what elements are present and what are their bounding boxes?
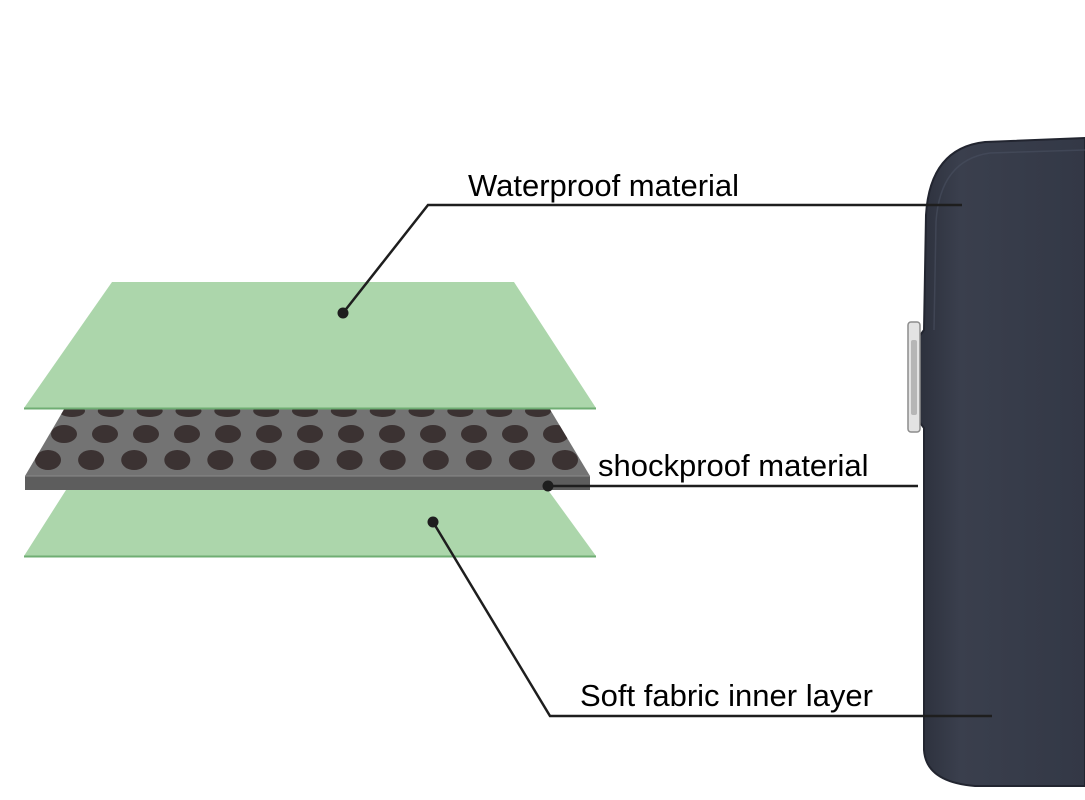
shock-hole xyxy=(379,450,406,470)
shock-hole xyxy=(461,425,487,443)
shock-hole xyxy=(164,450,191,470)
shock-hole xyxy=(215,425,241,443)
pointer-dot-top xyxy=(337,307,349,319)
shock-hole xyxy=(174,425,200,443)
shock-hole xyxy=(508,450,535,470)
shock-hole xyxy=(379,425,405,443)
shock-hole xyxy=(51,425,77,443)
shock-hole xyxy=(502,425,528,443)
shock-hole xyxy=(293,450,320,470)
label-shockproof: shockproof material xyxy=(598,448,869,483)
shock-hole xyxy=(422,450,449,470)
shock-hole xyxy=(133,425,159,443)
label-waterproof: Waterproof material xyxy=(468,168,740,203)
shock-hole xyxy=(543,425,569,443)
shock-hole xyxy=(78,450,105,470)
shock-hole xyxy=(250,450,277,470)
label-soft-fabric: Soft fabric inner layer xyxy=(580,678,873,713)
pointer-dot-middle xyxy=(542,480,554,492)
bottom-fabric-layer xyxy=(24,490,596,558)
shock-hole xyxy=(552,450,578,470)
leader-line-bottom xyxy=(431,521,992,718)
shock-hole xyxy=(338,425,364,443)
shock-hole xyxy=(297,425,323,443)
shock-hole xyxy=(420,425,446,443)
shock-hole xyxy=(35,450,61,470)
shock-hole xyxy=(121,450,148,470)
leader-lines xyxy=(342,203,992,718)
leader-line-top xyxy=(342,203,962,314)
shock-hole xyxy=(256,425,282,443)
shock-hole xyxy=(92,425,118,443)
pointer-dot-bottom xyxy=(427,516,439,528)
laptop-sleeve xyxy=(907,136,1085,787)
shock-hole xyxy=(207,450,234,470)
shock-hole xyxy=(465,450,492,470)
shock-hole xyxy=(336,450,363,470)
shockproof-layer xyxy=(25,406,590,490)
top-waterproof-layer xyxy=(24,282,596,410)
